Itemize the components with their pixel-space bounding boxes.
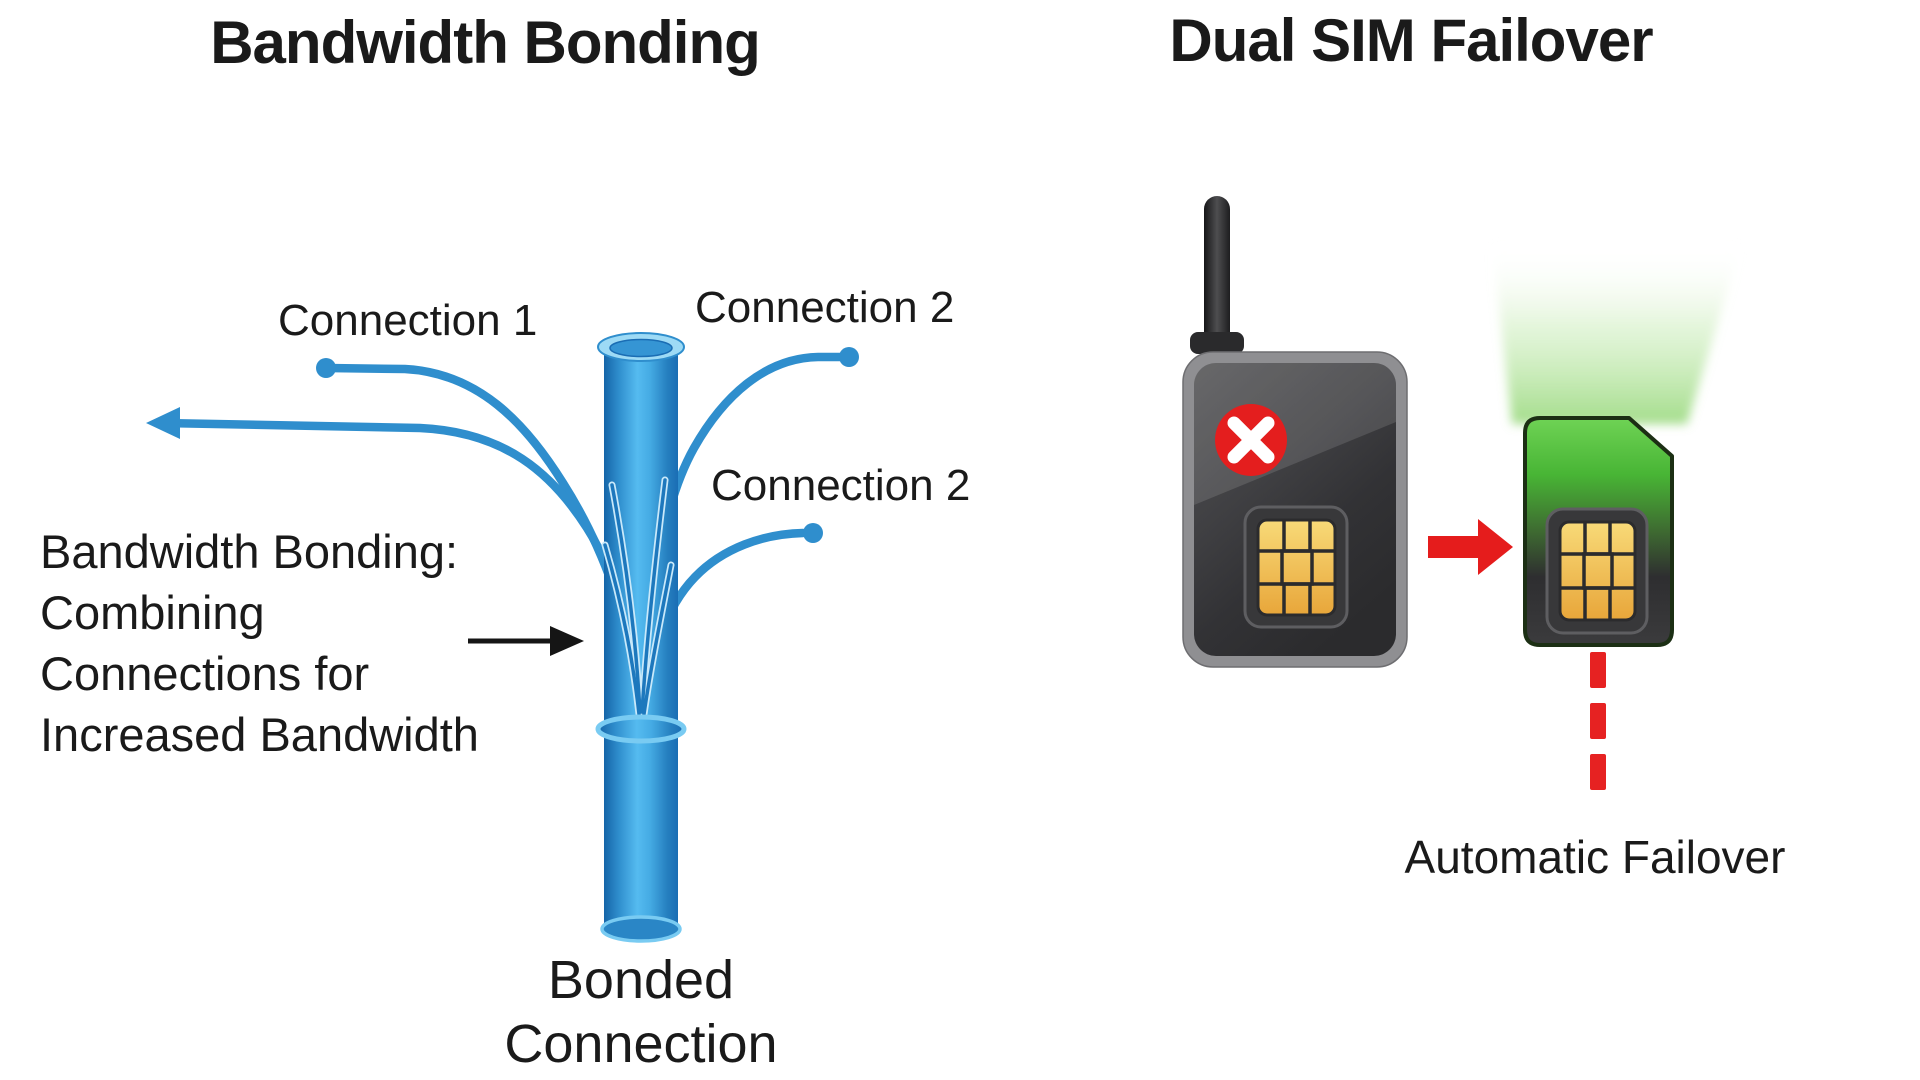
- failover-dashed-line: [1590, 652, 1606, 790]
- antenna-base: [1190, 332, 1244, 354]
- bonded-pipe-body: [604, 346, 678, 929]
- dual-sim-failover-diagram: [1182, 196, 1742, 790]
- connection2-bottom-endpoint-dot: [803, 523, 823, 543]
- pipe-collar-ring: [595, 714, 687, 744]
- pipe-inner-strands: [601, 476, 675, 718]
- connection2-top-label: Connection 2: [695, 283, 955, 332]
- connection1-endpoint-dot: [316, 358, 336, 378]
- connection2-top-endpoint-dot: [839, 347, 859, 367]
- bandwidth-bonding-diagram: [146, 332, 859, 943]
- antenna-icon: [1204, 196, 1230, 346]
- pipe-top-opening: [609, 338, 673, 358]
- failed-sim-chip: [1243, 505, 1349, 629]
- failure-x-icon: [1227, 416, 1275, 464]
- bonding-description-line4: Increased Bandwidth: [40, 708, 479, 761]
- failover-arrow-icon: [1428, 519, 1513, 575]
- connection1-label: Connection 1: [278, 296, 538, 345]
- connection2-bottom-label: Connection 2: [711, 461, 971, 510]
- bonded-connection-label: Bonded Connection: [391, 948, 891, 1076]
- pointer-arrow-icon: [468, 626, 584, 656]
- bonding-description-line2: Combining: [40, 586, 265, 639]
- bonding-description-line3: Connections for: [40, 647, 370, 700]
- left-panel-title: Bandwidth Bonding: [210, 9, 761, 76]
- bonded-connection-label-line2: Connection: [504, 1014, 778, 1074]
- backup-sim-chip: [1545, 507, 1649, 635]
- left-arrowhead-icon: [146, 407, 180, 439]
- bonded-connection-label-line1: Bonded: [547, 950, 735, 1010]
- signal-glow: [1492, 242, 1742, 424]
- automatic-failover-caption: Automatic Failover: [1404, 831, 1786, 883]
- right-panel-title: Dual SIM Failover: [1169, 7, 1653, 74]
- bonding-description-line1: Bandwidth Bonding:: [40, 525, 459, 578]
- bonding-description: Bandwidth Bonding: Combining Connections…: [40, 521, 479, 765]
- pipe-bottom-rim: [600, 915, 682, 943]
